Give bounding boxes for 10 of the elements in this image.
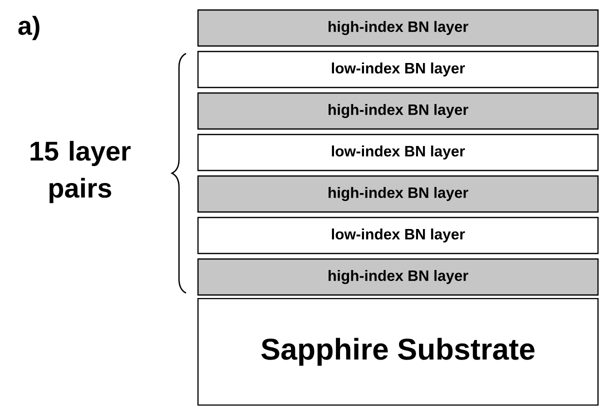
brace-label: 15 layer pairs — [30, 140, 131, 204]
layer-box: low-index BN layer — [197, 216, 599, 254]
substrate-box: Sapphire Substrate — [197, 298, 599, 406]
layer-box: low-index BN layer — [197, 50, 599, 88]
layer-box: high-index BN layer — [197, 258, 599, 296]
panel-label: a) — [18, 16, 40, 40]
layer-box: high-index BN layer — [197, 175, 599, 213]
layer-box: low-index BN layer — [197, 134, 599, 172]
layer-box: high-index BN layer — [197, 92, 599, 130]
layer-box: high-index BN layer — [197, 9, 599, 47]
